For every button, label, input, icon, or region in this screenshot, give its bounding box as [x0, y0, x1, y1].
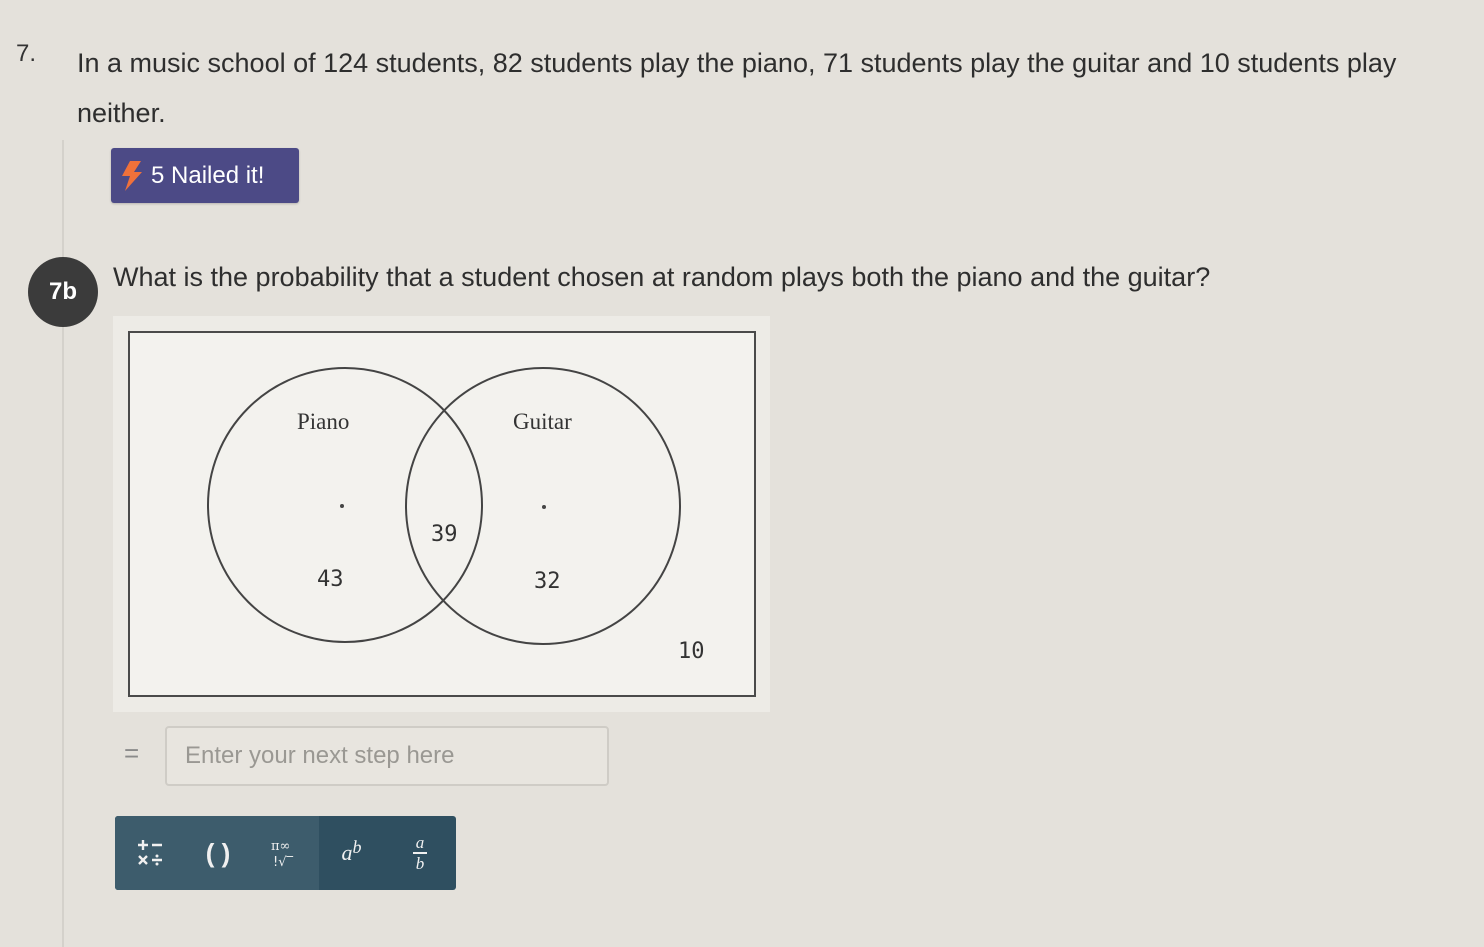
svg-text:π∞: π∞: [271, 839, 290, 854]
svg-text:!√‾: !√‾: [273, 855, 293, 870]
nailed-it-label: 5 Nailed it!: [151, 161, 265, 189]
subquestion-text: What is the probability that a student c…: [113, 262, 1211, 292]
answer-input[interactable]: [165, 726, 609, 786]
question-divider: [62, 140, 64, 947]
universal-set-rectangle: [128, 331, 756, 697]
both-count: 39: [431, 522, 458, 547]
exponent-base: a: [341, 840, 353, 865]
nailed-it-badge[interactable]: 5 Nailed it!: [111, 148, 299, 203]
piano-label: Piano: [297, 409, 349, 434]
exponent-button[interactable]: a b: [319, 816, 384, 890]
question-number: 7.: [16, 40, 37, 67]
venn-diagram-panel: Piano Guitar 39 43 32 10: [113, 316, 770, 712]
fraction-numerator: a: [415, 833, 425, 852]
guitar-label: Guitar: [513, 409, 572, 434]
symbols-button[interactable]: π∞ !√‾: [251, 816, 319, 890]
piano-dot: [340, 504, 344, 508]
pi-infinity-factorial-root-icon: π∞ !√‾: [271, 839, 293, 870]
exponent-power: b: [352, 836, 362, 857]
fraction-denominator: b: [415, 854, 425, 873]
operators-button[interactable]: [115, 816, 185, 890]
fraction-bar: [413, 852, 427, 854]
equals-sign: =: [124, 738, 140, 768]
plus-minus-times-divide-icon: [138, 840, 162, 866]
fraction-button[interactable]: a b: [384, 816, 456, 890]
math-toolbar: ( ) π∞ !√‾ a b a b: [115, 816, 456, 890]
lightning-bolt-icon: [121, 160, 143, 191]
piano-only-count: 43: [317, 567, 344, 592]
parentheses-label: ( ): [205, 837, 231, 868]
guitar-dot: [542, 505, 546, 509]
guitar-circle: [405, 367, 681, 645]
question-text: In a music school of 124 students, 82 st…: [77, 48, 1397, 128]
guitar-only-count: 32: [534, 569, 561, 594]
parentheses-button[interactable]: ( ): [185, 816, 251, 890]
venn-diagram: Piano Guitar 39 43 32 10: [128, 331, 756, 697]
piano-circle: [207, 367, 483, 643]
subquestion-number-badge: 7b: [28, 257, 98, 327]
neither-count: 10: [678, 639, 705, 664]
